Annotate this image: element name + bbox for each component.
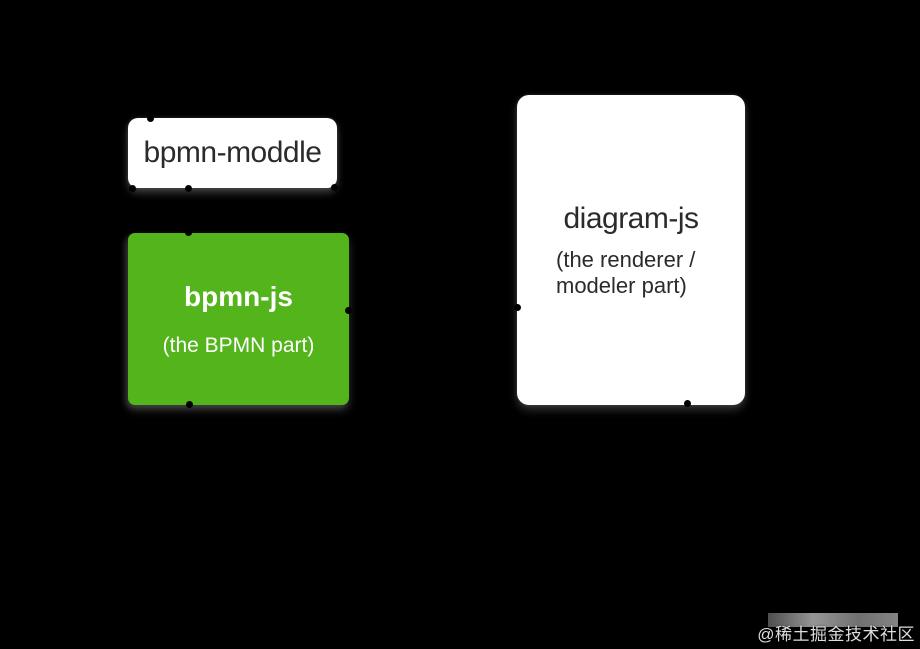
- connection-anchor-dot: [186, 401, 193, 408]
- watermark-backdrop: [768, 613, 898, 627]
- node-diagram-js-label: diagram-js: [563, 201, 699, 235]
- node-diagram-js: diagram-js (the renderer / modeler part): [517, 95, 745, 405]
- node-bpmn-moddle: bpmn-moddle: [128, 118, 337, 188]
- connection-anchor-dot: [684, 400, 691, 407]
- connection-anchor-dot: [345, 307, 352, 314]
- node-bpmn-moddle-label: bpmn-moddle: [143, 136, 322, 169]
- connection-anchor-dot: [147, 115, 154, 122]
- connection-anchor-dot: [514, 304, 521, 311]
- node-bpmn-js: bpmn-js (the BPMN part): [128, 233, 349, 405]
- node-diagram-js-sublabel-line2: modeler part): [556, 272, 687, 298]
- node-bpmn-js-label: bpmn-js: [184, 280, 293, 312]
- connection-anchor-dot: [129, 185, 136, 192]
- node-diagram-js-sublabel: (the renderer / modeler part): [556, 247, 706, 299]
- connection-anchor-dot: [331, 184, 338, 191]
- node-bpmn-js-sublabel: (the BPMN part): [162, 333, 315, 357]
- node-diagram-js-sublabel-line1: (the renderer /: [556, 246, 696, 272]
- watermark-text: @稀土掘金技术社区: [757, 625, 915, 644]
- connection-anchor-dot: [185, 229, 192, 236]
- connection-anchor-dot: [185, 185, 192, 192]
